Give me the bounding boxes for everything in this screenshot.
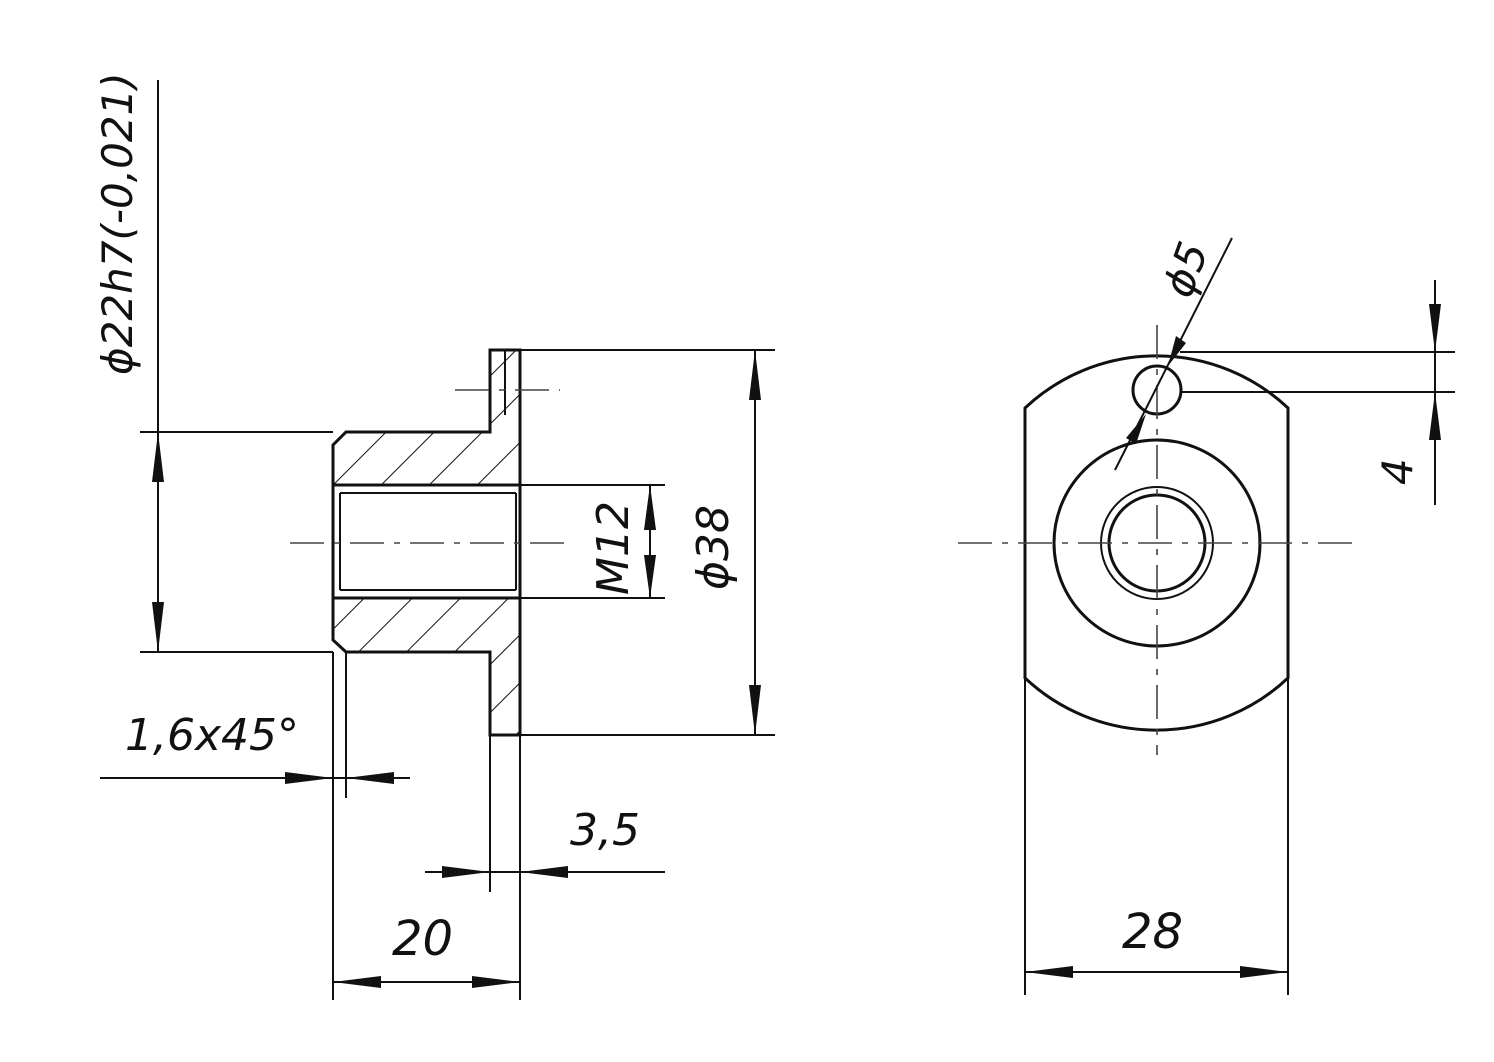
side-section-view: ϕ22h7(-0,021) M12 ϕ38 1,6x45° 3,5 2 xyxy=(93,72,775,1000)
flange-diameter-label: ϕ38 xyxy=(688,505,739,590)
arrow xyxy=(333,976,381,988)
arrow xyxy=(1126,414,1146,444)
arrow xyxy=(644,555,656,598)
lower-hatch xyxy=(333,598,520,735)
arrow xyxy=(749,685,761,735)
arrow xyxy=(1168,336,1186,366)
arrow xyxy=(346,772,394,784)
upper-hatch xyxy=(333,415,520,485)
front-view: ϕ5 4 28 xyxy=(958,236,1455,995)
hole-offset-label: 4 xyxy=(1373,458,1422,485)
hole-diameter-label: ϕ5 xyxy=(1153,236,1218,304)
arrow xyxy=(152,432,164,482)
arrow xyxy=(472,976,520,988)
arrow xyxy=(152,602,164,652)
arrow xyxy=(442,866,490,878)
chamfer-label: 1,6x45° xyxy=(125,710,299,761)
width-label: 28 xyxy=(1122,904,1183,960)
length-label: 20 xyxy=(392,911,453,967)
arrow xyxy=(1240,966,1288,978)
part-outline xyxy=(331,348,522,737)
arrow xyxy=(644,485,656,530)
flange-width-label: 3,5 xyxy=(570,805,640,856)
arrow xyxy=(285,772,333,784)
arrow xyxy=(1025,966,1073,978)
arrow xyxy=(1429,392,1441,440)
arrow xyxy=(1429,304,1441,352)
arrow xyxy=(749,350,761,400)
outer-diameter-label: ϕ22h7(-0,021) xyxy=(93,72,142,375)
thread-label: M12 xyxy=(588,501,639,595)
arrow xyxy=(520,866,568,878)
